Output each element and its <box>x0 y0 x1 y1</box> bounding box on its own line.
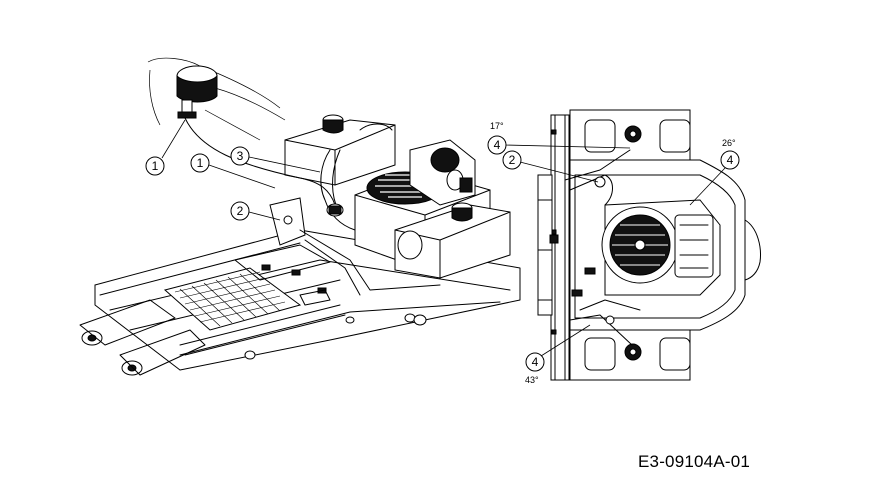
callout-label: 1 <box>152 159 159 173</box>
callout-left-3: 3 <box>230 146 321 173</box>
rear-hitch <box>79 299 206 376</box>
callout-label: 1 <box>197 156 204 170</box>
callout-label: 3 <box>237 149 244 163</box>
engine-top <box>601 199 721 296</box>
angle-label-17: 17° <box>490 121 504 131</box>
fuel-tank-lower <box>394 202 511 279</box>
callout-right-4-top: 4 <box>487 135 631 155</box>
chassis-top-view <box>537 109 761 381</box>
callout-left-1a: 1 <box>145 119 186 176</box>
callout-label: 4 <box>727 153 734 167</box>
fuel-tank-upper <box>284 114 396 186</box>
angle-label-43: 43° <box>525 375 539 385</box>
callout-left-2: 2 <box>230 201 281 221</box>
callout-label: 2 <box>509 153 516 167</box>
engine <box>354 139 491 271</box>
callout-label: 4 <box>494 138 501 152</box>
callout-label: 4 <box>532 355 539 369</box>
callout-label: 2 <box>237 204 244 218</box>
callout-left-1b: 1 <box>190 153 276 189</box>
floor-perforation <box>174 271 286 327</box>
angle-label-26: 26° <box>722 138 736 148</box>
callout-right-4-bottom: 4 <box>525 324 591 372</box>
callout-right-2: 2 <box>502 150 599 183</box>
callout-right-4-side: 4 <box>689 150 740 206</box>
chassis-isometric-view <box>79 57 521 376</box>
drawing-code: E3-09104A-01 <box>638 452 751 471</box>
